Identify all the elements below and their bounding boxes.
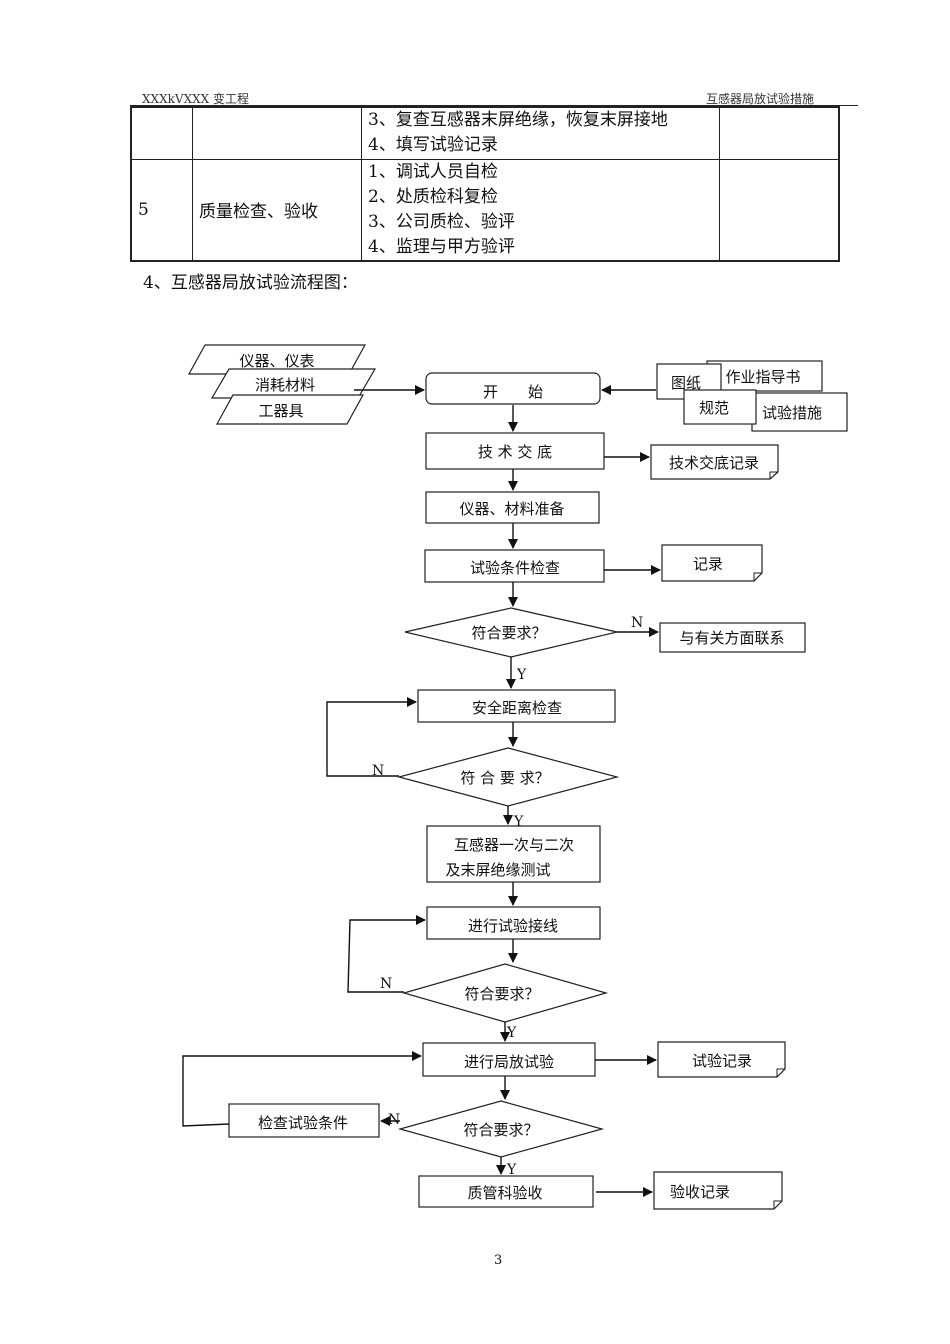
insulation-test-label-line2: 及末屏绝缘测试 bbox=[445, 861, 550, 879]
test-record-label: 试验记录 bbox=[692, 1052, 752, 1070]
check-conditions-shape bbox=[228, 1103, 380, 1138]
step-note-cell bbox=[719, 158, 840, 262]
acceptance-label: 质管科验收 bbox=[467, 1184, 542, 1202]
decision-4-label: 符合要求？ bbox=[463, 1121, 538, 1139]
disclosure-record-label: 技术交底记录 bbox=[669, 454, 759, 472]
step-item: 2、处质检科复检 bbox=[368, 186, 498, 207]
arrow-decision-2-no-loop bbox=[326, 697, 417, 777]
acceptance-shape bbox=[418, 1175, 594, 1208]
start-label: 开 始 bbox=[483, 383, 543, 401]
decision-4-no-label: N bbox=[388, 1112, 400, 1128]
start-shape bbox=[425, 372, 601, 405]
disclosure-shape bbox=[425, 432, 605, 470]
input-consumables-label: 消耗材料 bbox=[255, 376, 315, 394]
doc-measures-label: 试验措施 bbox=[762, 404, 822, 422]
pd-test-shape bbox=[422, 1042, 596, 1077]
record-shape bbox=[661, 544, 763, 582]
step-item: 4、监理与甲方验评 bbox=[368, 236, 515, 257]
decision-4-yes-label: Y bbox=[506, 1162, 517, 1178]
condition-check-shape bbox=[424, 549, 605, 583]
header-document-title: 互感器局放试验措施 bbox=[706, 92, 815, 106]
disclosure-record-shape bbox=[650, 444, 779, 480]
section-title: 4、互感器局放试验流程图： bbox=[143, 273, 358, 293]
record-label: 记录 bbox=[693, 555, 723, 573]
table-row: 5 质量检查、验收 1、调试人员自检 2、处质检科复检 3、公司质检、验评 4、… bbox=[130, 158, 840, 262]
acceptance-record-label: 验收记录 bbox=[670, 1183, 730, 1201]
doc-measures-shape bbox=[751, 392, 848, 432]
decision-1-no-label: N bbox=[631, 615, 643, 631]
decision-1-yes-label: Y bbox=[516, 667, 527, 683]
step-name-cell: 质量检查、验收 bbox=[192, 158, 362, 262]
decision-1-label: 符合要求？ bbox=[471, 624, 546, 642]
wiring-label: 进行试验接线 bbox=[468, 917, 558, 935]
doc-standards-shape bbox=[683, 389, 757, 425]
step-items-cell: 3、复查互感器末屏绝缘，恢复末屏接地 4、填写试验记录 bbox=[361, 106, 720, 160]
safety-check-label: 安全距离检查 bbox=[472, 699, 562, 717]
doc-guide-label: 作业指导书 bbox=[725, 368, 800, 386]
decision-3-yes-label: Y bbox=[506, 1025, 517, 1041]
insulation-test-label-line1: 互感器一次与二次 bbox=[454, 836, 574, 854]
disclosure-label: 技 术 交 底 bbox=[478, 443, 552, 461]
input-tools-shape bbox=[215, 394, 365, 425]
decision-2-label: 符 合 要 求？ bbox=[460, 769, 549, 787]
input-tools-label: 工器具 bbox=[258, 402, 303, 420]
pd-test-label: 进行局放试验 bbox=[464, 1053, 554, 1071]
prepare-label: 仪器、材料准备 bbox=[459, 500, 564, 518]
test-record-shape bbox=[657, 1041, 786, 1078]
step-item: 3、公司质检、验评 bbox=[368, 211, 515, 232]
input-instruments-label: 仪器、仪表 bbox=[239, 352, 314, 370]
doc-guide-shape bbox=[706, 360, 823, 392]
step-item: 3、复查互感器末屏绝缘，恢复末屏接地 bbox=[368, 110, 668, 131]
doc-drawings-label: 图纸 bbox=[671, 374, 701, 392]
step-items-cell: 1、调试人员自检 2、处质检科复检 3、公司质检、验评 4、监理与甲方验评 bbox=[361, 158, 720, 262]
table-row: 3、复查互感器末屏绝缘，恢复末屏接地 4、填写试验记录 bbox=[130, 106, 840, 160]
doc-standards-label: 规范 bbox=[699, 399, 729, 417]
header-divider bbox=[130, 105, 858, 106]
step-note-cell bbox=[719, 106, 840, 160]
contact-shape bbox=[659, 622, 806, 653]
acceptance-record-shape bbox=[653, 1171, 783, 1210]
step-item: 1、调试人员自检 bbox=[368, 161, 498, 182]
arrow-decision-3-no-loop bbox=[347, 915, 426, 993]
step-item: 4、填写试验记录 bbox=[368, 135, 498, 156]
arrow-check-loop bbox=[182, 1051, 422, 1127]
decision-3-no-label: N bbox=[380, 976, 392, 992]
decision-2-no-label: N bbox=[372, 763, 384, 779]
check-conditions-label: 检查试验条件 bbox=[258, 1114, 348, 1132]
procedure-table: 3、复查互感器末屏绝缘，恢复末屏接地 4、填写试验记录 5 质量检查、验收 1、… bbox=[130, 106, 840, 262]
decision-3-label: 符合要求？ bbox=[464, 985, 539, 1003]
safety-check-shape bbox=[417, 689, 616, 723]
header-project-name: XXXkVXXX 变工程 bbox=[142, 92, 250, 106]
insulation-test-shape bbox=[426, 825, 601, 883]
condition-check-label: 试验条件检查 bbox=[470, 559, 560, 577]
decision-2-yes-label: Y bbox=[513, 814, 524, 830]
page-number: 3 bbox=[494, 1253, 503, 1268]
contact-label: 与有关方面联系 bbox=[679, 629, 784, 647]
prepare-shape bbox=[425, 491, 600, 524]
